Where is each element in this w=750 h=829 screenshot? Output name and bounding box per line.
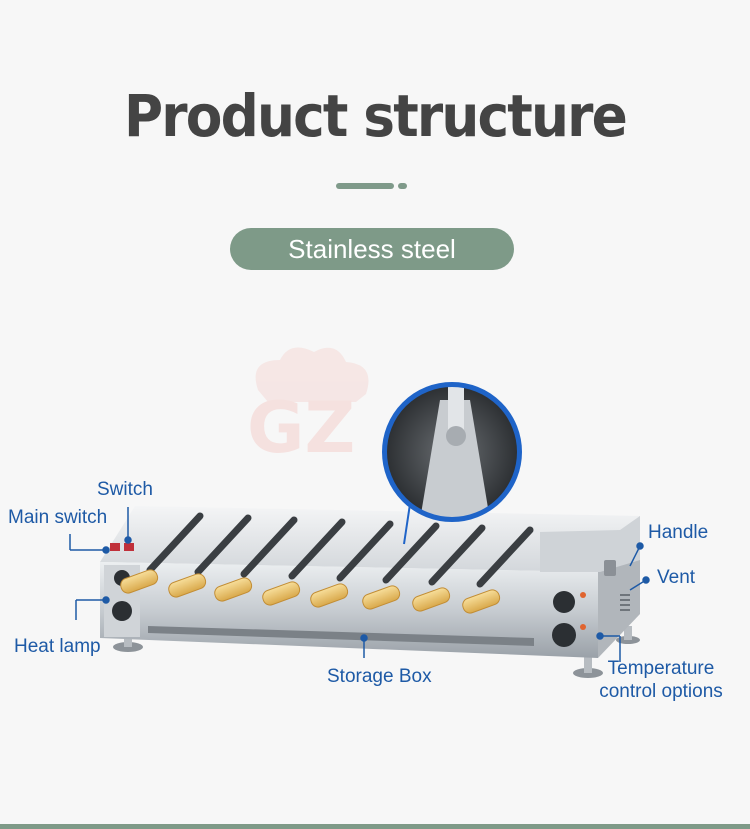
main-switch-label: Main switch [8, 507, 108, 528]
storage-box-label: Storage Box [327, 666, 432, 687]
zoom-magnifier-icon [382, 382, 522, 545]
chef-hat-watermark-icon: GZ [247, 347, 369, 469]
handle-label: Handle [648, 522, 709, 543]
vent-label: Vent [657, 567, 696, 588]
leader-lines [69, 507, 650, 662]
machine-illustration: GZ [69, 347, 650, 678]
material-badge: Stainless steel [230, 228, 514, 270]
page-title: Product structure [124, 82, 628, 150]
footer-bar [0, 824, 750, 829]
temperature-control-label: Temperature control options [599, 658, 723, 702]
switch-label: Switch [97, 479, 153, 500]
title-divider [336, 183, 394, 189]
heat-lamp-label: Heat lamp [14, 636, 101, 657]
watermark-text: GZ [247, 387, 355, 469]
title-divider-dot [398, 183, 407, 189]
spits [120, 512, 534, 614]
